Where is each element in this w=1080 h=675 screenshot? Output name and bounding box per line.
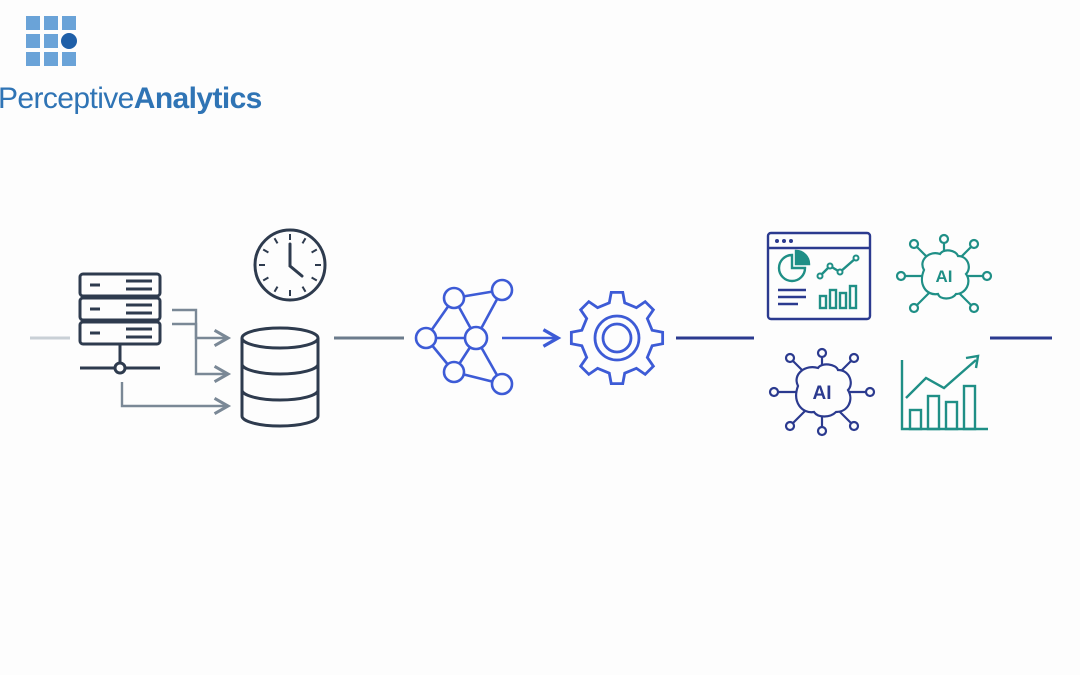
ingest-arrow-3 <box>120 382 232 416</box>
logo-wordmark: PerceptiveAnalytics <box>0 82 262 116</box>
logo-word-analytics: Analytics <box>133 82 263 115</box>
ingest-arrow-2 <box>172 322 232 384</box>
ai-brain-icon-top: AI <box>895 233 993 314</box>
data-pipeline-diagram: AI AI <box>30 228 1052 437</box>
growth-chart-icon <box>900 354 988 431</box>
ai-brain-icon-bottom: AI <box>768 347 876 437</box>
company-logo: PerceptiveAnalytics <box>0 16 262 116</box>
neural-network-icon <box>414 278 514 396</box>
dashboard-icon <box>766 231 872 321</box>
clock-icon <box>253 228 327 302</box>
gear-icon <box>569 290 665 386</box>
logo-word-perceptive: Perceptive <box>0 82 134 115</box>
server-rack-icon <box>78 272 162 375</box>
database-icon <box>240 326 320 428</box>
ai-label-top: AI <box>936 267 953 286</box>
logo-grid-mark <box>26 16 77 66</box>
ingest-arrows <box>120 308 232 416</box>
ai-label-bottom: AI <box>813 383 832 404</box>
